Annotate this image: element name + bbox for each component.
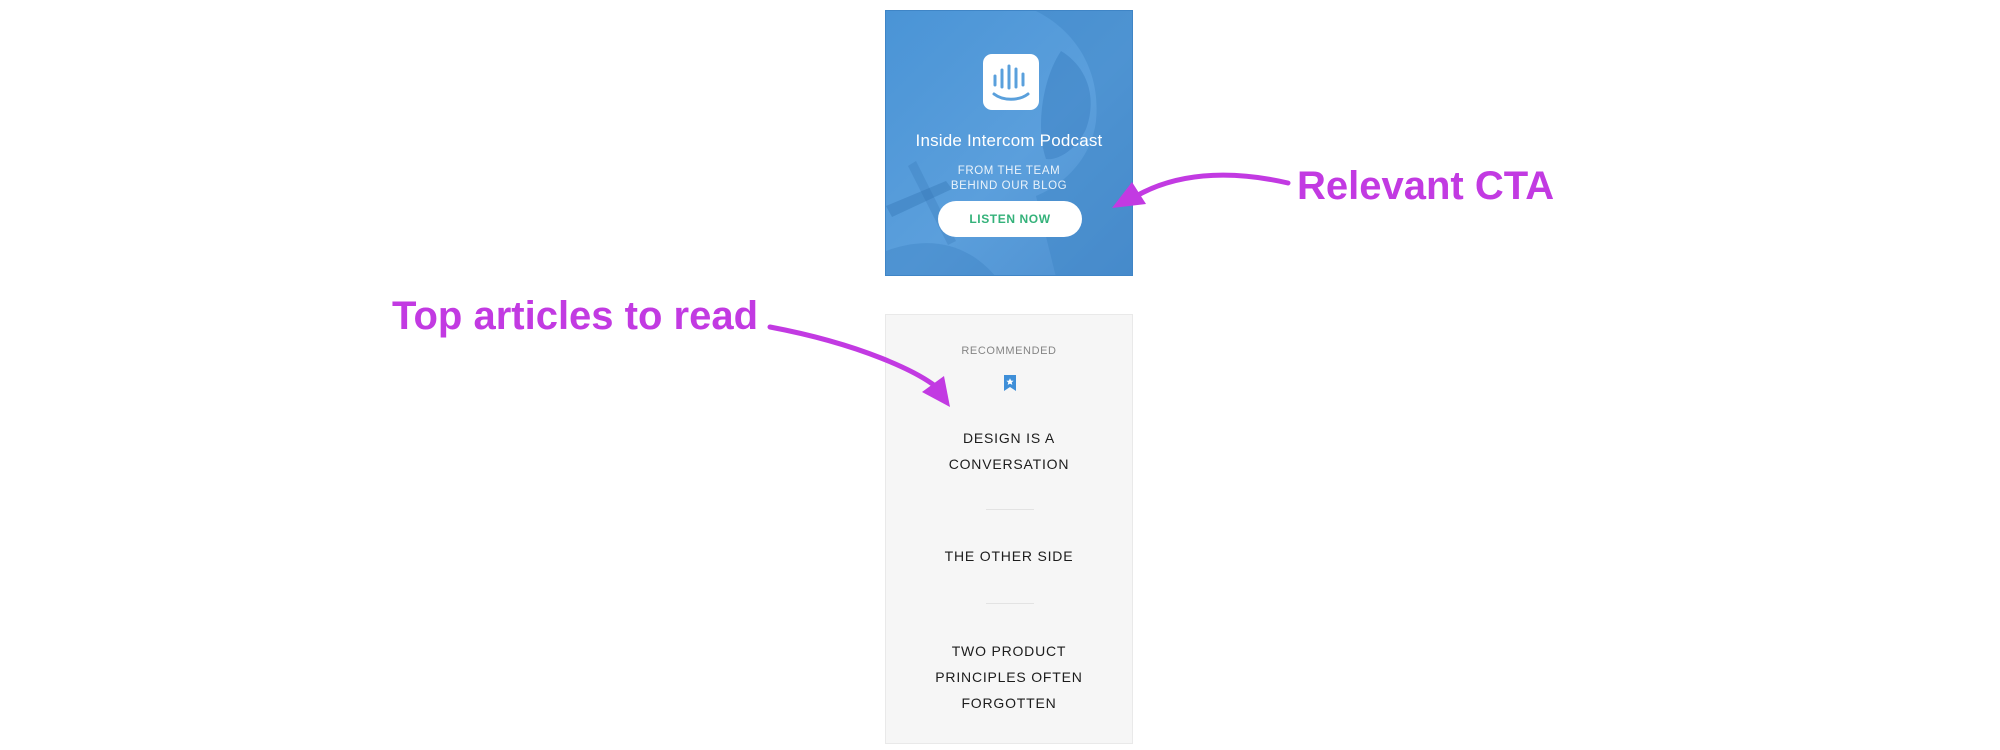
podcast-title: Inside Intercom Podcast <box>915 131 1103 150</box>
recommended-label: RECOMMENDED <box>961 345 1057 357</box>
recommended-article-link[interactable]: TWO PRODUCT PRINCIPLES OFTEN FORGOTTEN <box>935 643 1083 711</box>
podcast-subtitle: FROM THE TEAM BEHIND OUR BLOG <box>950 165 1068 192</box>
article-divider <box>986 603 1034 604</box>
bookmark-star-icon <box>1004 375 1016 391</box>
recommended-articles-card: RECOMMENDED DESIGN IS A CONVERSATION THE… <box>885 314 1133 744</box>
cta-arrow-shaft <box>1137 172 1291 197</box>
cta-arrowhead <box>1112 182 1146 208</box>
intercom-podcast-logo-icon <box>983 54 1039 110</box>
listen-now-button[interactable]: LISTEN NOW <box>938 201 1082 237</box>
annotation-relevant-cta: Relevant CTA <box>1297 164 1555 208</box>
articles-arrowhead <box>922 376 950 407</box>
recommended-article-link[interactable]: THE OTHER SIDE <box>944 548 1074 564</box>
article-divider <box>986 509 1034 510</box>
recommended-article-link[interactable]: DESIGN IS A CONVERSATION <box>948 430 1070 472</box>
annotation-top-articles: Top articles to read <box>392 294 759 338</box>
articles-arrow-shaft <box>767 324 943 393</box>
podcast-cta-card[interactable]: Inside Intercom Podcast FROM THE TEAM BE… <box>885 10 1133 276</box>
